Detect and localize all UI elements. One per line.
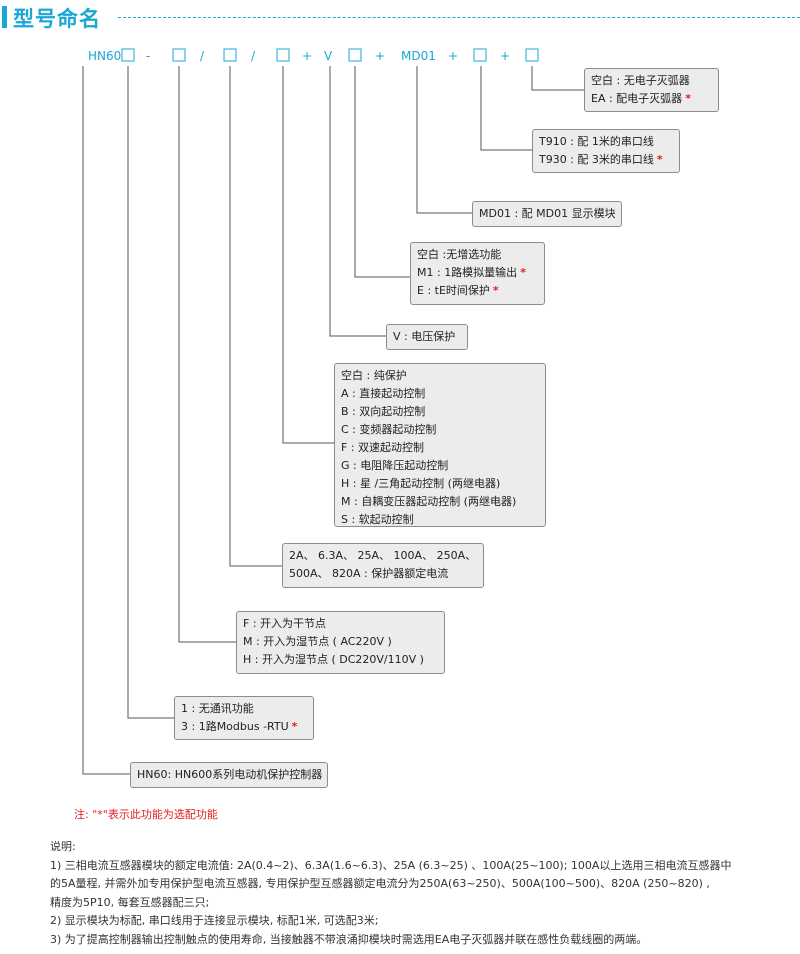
option-line: EA : 配电子灭弧器*: [591, 92, 691, 105]
option-line: F : 双速起动控制: [341, 441, 425, 454]
option-line: MD01 : 配 MD01 显示模块: [479, 207, 616, 220]
option-line: E : tE时间保护*: [417, 284, 499, 297]
option-line: A : 直接起动控制: [341, 387, 426, 400]
code-separator-slash-1: /: [200, 49, 205, 63]
connector-control: [282, 66, 334, 444]
connector-serial: [480, 66, 532, 151]
code-separator-dash: -: [146, 49, 150, 63]
description-line: 3) 为了提高控制器输出控制触点的使用寿命, 当接触器不带浪涌抑模块时需选用EA…: [50, 932, 648, 946]
option-line: M : 开入为湿节点 ( AC220V ): [243, 635, 392, 648]
option-box-rated-current: 2A、 6.3A、 25A、 100A、 250A、 500A、 820A : …: [282, 543, 484, 588]
header-accent-bar: [2, 6, 7, 28]
code-separator-plus-2: +: [375, 49, 385, 63]
option-box-extra-functions: 空白 :无增选功能 M1 : 1路模拟量输出* E : tE时间保护*: [410, 242, 545, 305]
option-line: 3 : 1路Modbus -RTU*: [181, 720, 298, 733]
connector-current: [229, 66, 282, 567]
code-separator-slash-2: /: [251, 49, 256, 63]
page-title: 型号命名: [13, 7, 101, 31]
option-line: C : 变频器起动控制: [341, 423, 437, 436]
option-box-display-module: MD01 : 配 MD01 显示模块: [472, 201, 622, 227]
optional-star-icon: *: [685, 92, 691, 105]
option-line: 空白 : 纯保护: [341, 369, 407, 382]
connector-extra: [354, 66, 410, 278]
code-slot-4: [276, 48, 290, 62]
code-slot-2: [172, 48, 186, 62]
code-separator-plus-4: +: [500, 49, 510, 63]
code-slot-7: [525, 48, 539, 62]
connector-input: [178, 66, 236, 643]
header-dashed-rule: [118, 17, 800, 18]
code-prefix: HN60: [88, 49, 121, 63]
section-header: 型号命名: [0, 0, 800, 34]
option-box-arc-suppressor: 空白 : 无电子灭弧器 EA : 配电子灭弧器*: [584, 68, 719, 112]
optional-star-icon: *: [291, 720, 298, 733]
option-line: 空白 :无增选功能: [417, 248, 502, 261]
option-box-serial-cable: T910 : 配 1米的串口线 T930 : 配 3米的串口线*: [532, 129, 680, 173]
optional-star-icon: *: [492, 284, 499, 297]
connector-display: [416, 66, 472, 214]
optional-feature-note: 注: "*"表示此功能为选配功能: [74, 808, 218, 821]
model-naming-diagram: HN60 - / / + V + MD01 + +: [82, 48, 584, 775]
code-slot-3: [223, 48, 237, 62]
description-line: 1) 三相电流互感器模块的额定电流值: 2A(0.4~2)、6.3A(1.6~6…: [50, 858, 732, 872]
option-box-digital-input: F : 开入为干节点 M : 开入为湿节点 ( AC220V ) H : 开入为…: [236, 611, 445, 674]
option-line: 1 : 无通讯功能: [181, 702, 254, 715]
option-line: T930 : 配 3米的串口线*: [539, 153, 663, 166]
option-line: V : 电压保护: [393, 330, 456, 343]
description-line: 精度为5P10, 每套互感器配三只;: [50, 895, 210, 909]
option-line: F : 开入为干节点: [243, 617, 327, 630]
code-letter-v: V: [324, 49, 333, 63]
option-line: H : 开入为湿节点 ( DC220V/110V ): [243, 653, 424, 666]
option-line: B : 双向起动控制: [341, 405, 426, 418]
description-heading: 说明:: [50, 840, 76, 853]
description-line: 的5A量程, 并需外加专用保护型电流互感器, 专用保护型互感器额定电流分为250…: [50, 877, 710, 890]
connector-comm: [127, 66, 174, 719]
code-separator-plus-3: +: [448, 49, 458, 63]
code-slot-5: [348, 48, 362, 62]
description-line: 2) 显示模块为标配, 串口线用于连接显示模块, 标配1米, 可选配3米;: [50, 914, 379, 927]
option-box-base-model: HN60: HN600系列电动机保护控制器: [130, 762, 328, 788]
option-line: H : 星 /三角起动控制 (两继电器): [341, 477, 501, 490]
option-line: HN60: HN600系列电动机保护控制器: [137, 768, 323, 781]
option-line: 空白 : 无电子灭弧器: [591, 74, 690, 87]
code-md01: MD01: [401, 49, 436, 63]
connector-voltage: [329, 66, 386, 337]
option-line: S : 软起动控制: [341, 513, 414, 526]
option-line: 500A、 820A : 保护器额定电流: [289, 567, 449, 580]
option-line: T910 : 配 1米的串口线: [539, 135, 654, 148]
connector-arc: [531, 66, 584, 91]
option-line: 2A、 6.3A、 25A、 100A、 250A、: [289, 549, 477, 562]
option-box-communication: 1 : 无通讯功能 3 : 1路Modbus -RTU*: [174, 696, 314, 740]
code-slot-1: [121, 48, 135, 62]
option-line: M : 自耦变压器起动控制 (两继电器): [341, 495, 517, 508]
optional-star-icon: *: [520, 266, 526, 279]
option-line: G : 电阻降压起动控制: [341, 459, 449, 472]
code-separator-plus-1: +: [302, 49, 312, 63]
code-slot-6: [473, 48, 487, 62]
option-box-start-control: 空白 : 纯保护 A : 直接起动控制 B : 双向起动控制 C : 变频器起动…: [334, 363, 546, 527]
connector-base: [82, 66, 130, 775]
optional-star-icon: *: [656, 153, 663, 166]
option-box-voltage-protection: V : 电压保护: [386, 324, 468, 350]
option-line: M1 : 1路模拟量输出*: [417, 266, 526, 279]
description-section: 说明: 1) 三相电流互感器模块的额定电流值: 2A(0.4~2)、6.3A(1…: [50, 838, 790, 949]
